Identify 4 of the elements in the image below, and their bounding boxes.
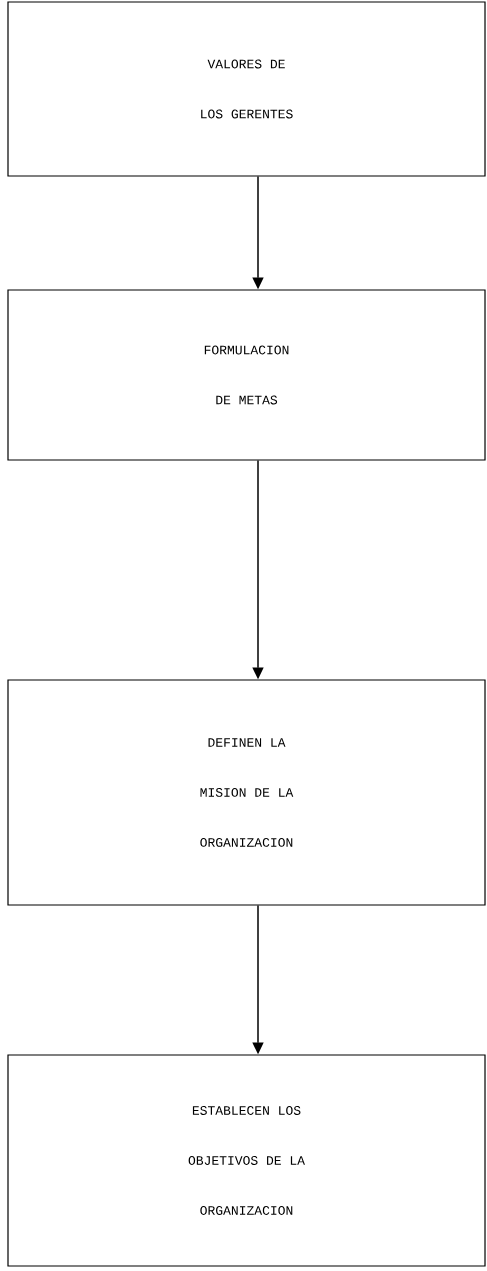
process-box: FORMULACION DE METAS bbox=[7, 289, 486, 461]
process-box: VALORES DE LOS GERENTES bbox=[7, 1, 486, 177]
process-box: ESTABLECEN LOS OBJETIVOS DE LA ORGANIZACION bbox=[7, 1054, 486, 1267]
process-box: DEFINEN LA MISION DE LA ORGANIZACION bbox=[7, 679, 486, 906]
